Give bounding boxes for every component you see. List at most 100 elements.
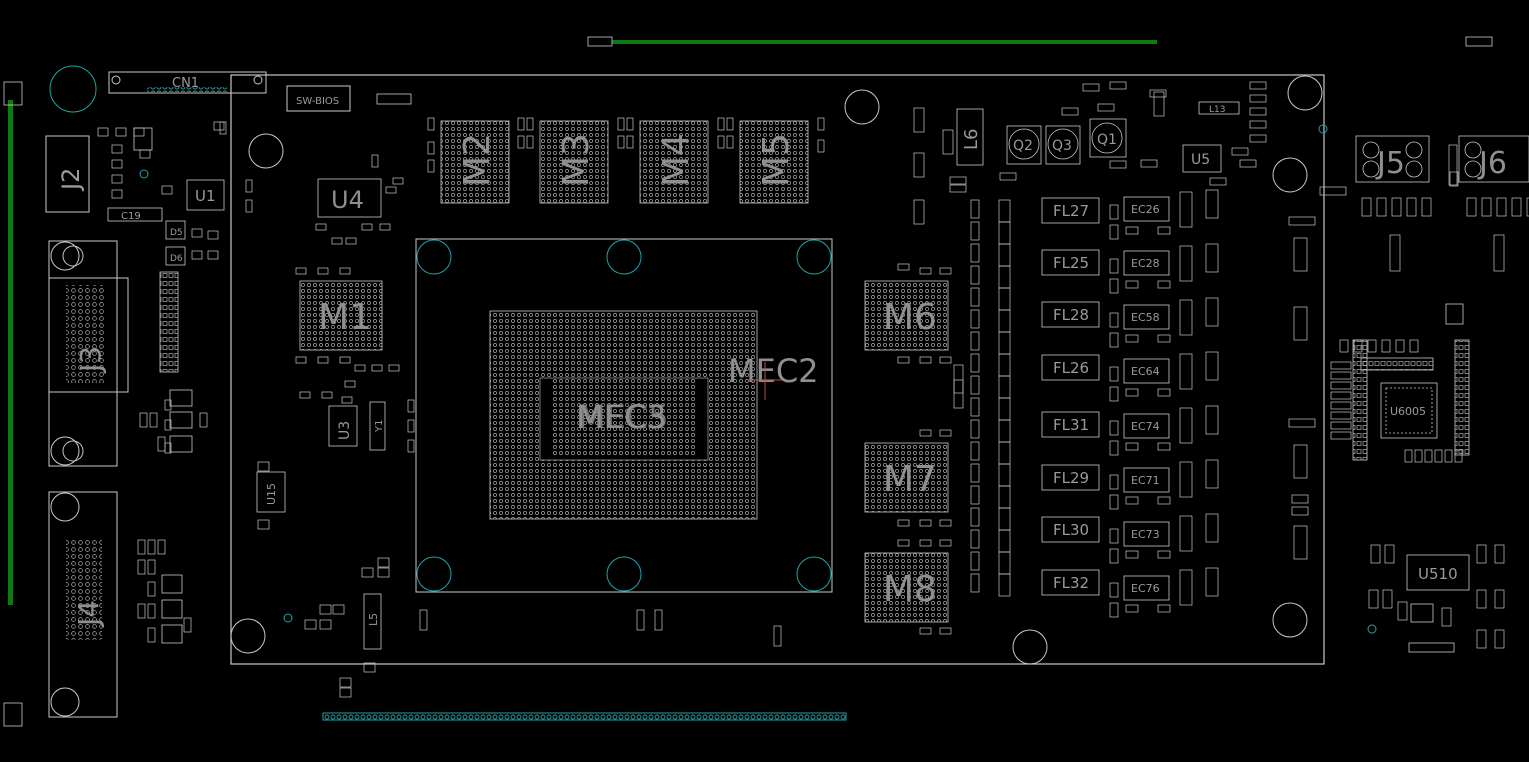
smd-part — [998, 199, 1011, 223]
smd-part — [998, 485, 1011, 509]
smd-part — [726, 117, 734, 131]
smd-part — [897, 539, 910, 547]
gpu-package: MEC3 MEC5 MEC2 — [415, 238, 833, 593]
j6-connector — [1458, 135, 1529, 183]
smd-part — [998, 221, 1011, 245]
smd-part — [1330, 431, 1352, 440]
smd-part — [998, 243, 1011, 267]
smd-part — [137, 539, 146, 555]
smd-part — [1205, 513, 1219, 543]
smd-part — [726, 135, 734, 149]
smd-part — [939, 267, 952, 275]
smd-part — [1368, 589, 1379, 609]
smd-part — [919, 519, 932, 527]
j2-label: J2 — [57, 168, 85, 192]
board-outline — [230, 74, 1325, 665]
y1-crystal — [369, 401, 386, 451]
smd-part — [970, 397, 980, 417]
smd-part — [998, 375, 1011, 399]
smd-part — [654, 609, 663, 631]
smd-part — [1179, 515, 1193, 552]
smd-part — [717, 117, 725, 131]
smd-part — [939, 356, 952, 364]
smd-part — [1249, 107, 1267, 116]
smd-part — [427, 159, 435, 173]
smd-part — [1109, 258, 1119, 274]
smd-part — [1125, 388, 1139, 397]
smd-part — [191, 250, 203, 260]
smd-part — [1109, 582, 1119, 598]
smd-part — [1288, 216, 1316, 226]
smd-part — [149, 412, 158, 428]
u4-label: U4 — [331, 186, 364, 214]
smd-part — [517, 135, 525, 149]
smd-part — [1448, 144, 1458, 186]
right-side-components: J5 J6 U6005 U510 — [1352, 135, 1529, 653]
smd-part — [1424, 449, 1433, 463]
ec26-cap — [1123, 196, 1170, 222]
q2-label: Q2 — [1013, 138, 1033, 154]
misc-chips-left: U4 U3 Y1 U15 L5 — [3, 36, 1493, 727]
smd-part — [1404, 449, 1413, 463]
l13-label: L13 — [1209, 105, 1225, 115]
smd-part — [111, 144, 123, 154]
smd-part — [970, 353, 980, 373]
smd-part — [998, 441, 1011, 465]
j5-label: J5 — [1375, 146, 1405, 181]
smd-part — [970, 419, 980, 439]
ec58-cap — [1123, 304, 1170, 330]
smd-part — [361, 223, 373, 231]
mounting-via — [1367, 624, 1377, 634]
smd-part — [998, 397, 1011, 421]
smd-part — [207, 250, 219, 260]
smd-part — [1109, 474, 1119, 490]
smd-part — [207, 230, 219, 240]
smd-part — [1389, 234, 1401, 272]
smd-part — [317, 356, 329, 364]
u15-label: U15 — [265, 483, 278, 505]
smd-part — [379, 223, 391, 231]
smd-part — [1476, 589, 1487, 609]
filter-bank — [1041, 196, 1170, 601]
smd-part — [1109, 312, 1119, 328]
smd-part — [1406, 197, 1417, 217]
smd-part — [1125, 604, 1139, 613]
m6-memory-chip — [864, 280, 949, 351]
smd-part — [1205, 459, 1219, 489]
m3-label: M3 — [556, 133, 597, 187]
m2-memory-chip — [440, 120, 510, 204]
u6005-label: U6005 — [1390, 405, 1426, 418]
smd-part — [164, 419, 172, 431]
smd-part — [1125, 334, 1139, 343]
smd-part — [919, 356, 932, 364]
smd-part — [332, 604, 345, 615]
smd-part — [164, 399, 172, 411]
m1-label: M1 — [318, 297, 372, 338]
smd-part — [392, 177, 404, 185]
smd-part — [617, 117, 625, 131]
smd-part — [407, 419, 415, 433]
d6-label: D6 — [170, 254, 183, 264]
smd-part — [1109, 420, 1119, 436]
smd-part — [970, 573, 980, 593]
mounting-hole — [248, 133, 284, 169]
smd-part — [385, 186, 397, 194]
smd-part — [1157, 388, 1171, 397]
smd-part — [1353, 339, 1363, 353]
smd-part — [1293, 444, 1308, 479]
mounting-hole — [844, 89, 880, 125]
m8-label: M8 — [883, 569, 937, 610]
cn1-label: CN1 — [172, 76, 199, 91]
smd-part — [331, 237, 343, 245]
mounting-via — [283, 613, 293, 623]
u5-label: U5 — [1191, 152, 1210, 168]
smd-part — [199, 412, 208, 428]
smd-part — [970, 463, 980, 483]
smd-part — [939, 519, 952, 527]
smd-part — [1384, 544, 1395, 564]
smd-part — [1205, 351, 1219, 381]
smd-part — [970, 309, 980, 329]
smd-part — [1179, 245, 1193, 282]
smd-part — [1109, 440, 1119, 456]
m2-label: M2 — [457, 133, 498, 187]
